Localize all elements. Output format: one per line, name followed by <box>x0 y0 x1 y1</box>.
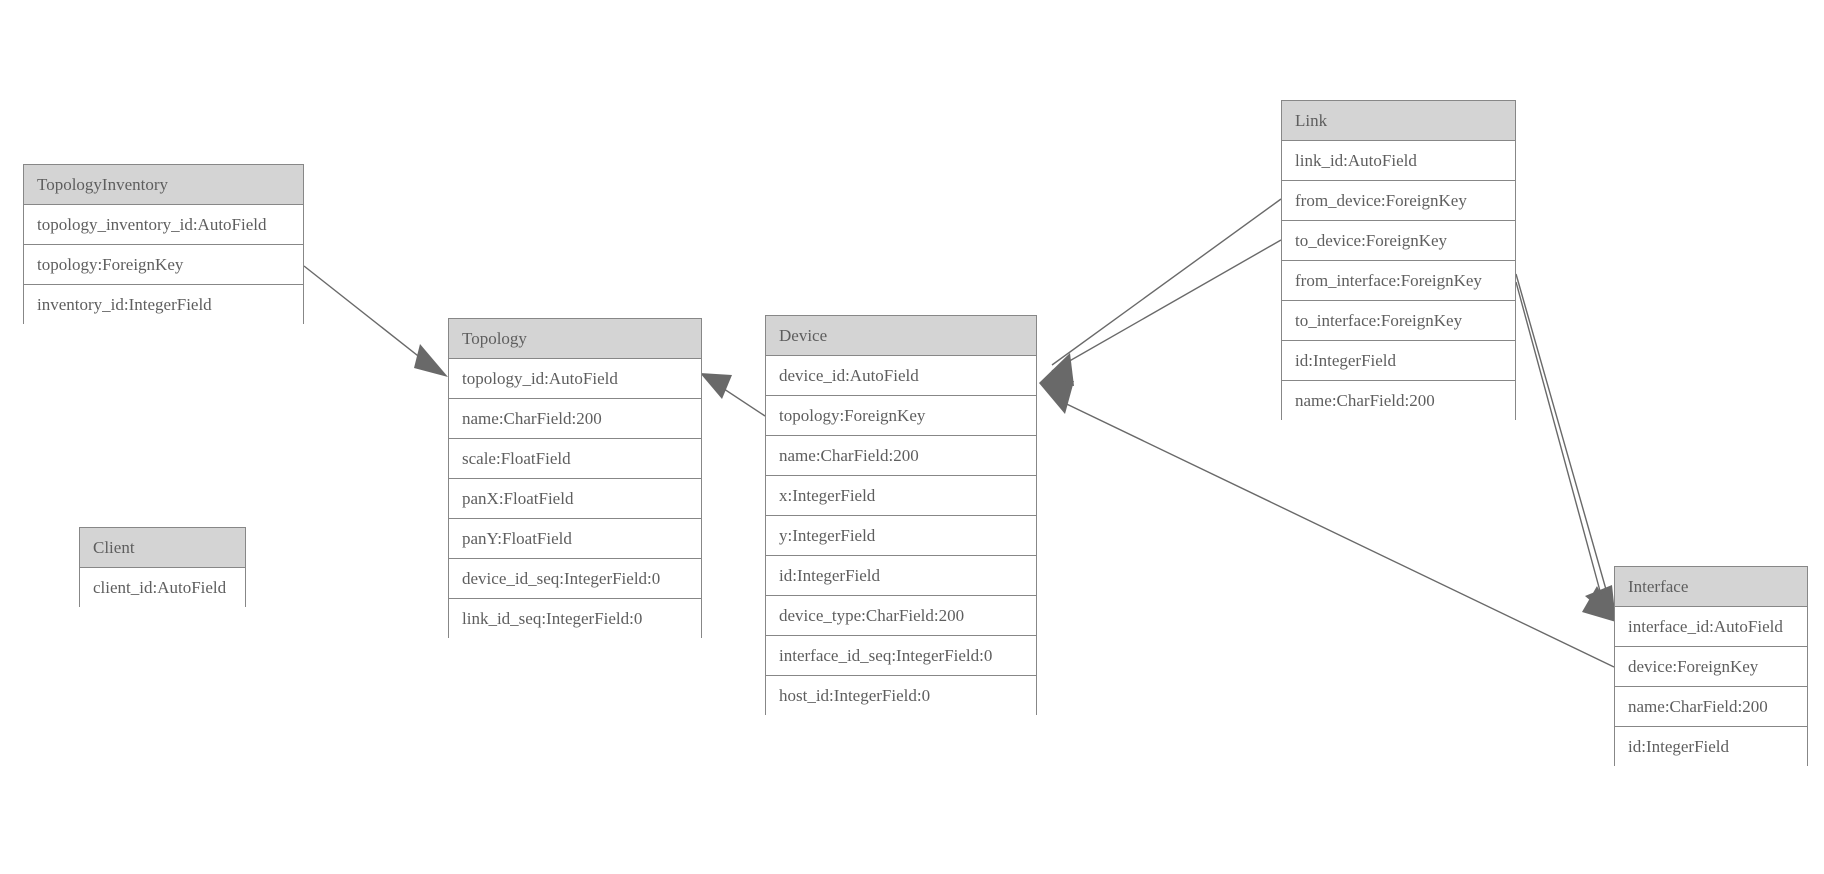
field-link-to-device: to_device:ForeignKey <box>1282 221 1515 261</box>
field-device-id: device_id:AutoField <box>766 356 1036 396</box>
field-topology-fk: topology:ForeignKey <box>24 245 303 285</box>
relationship-link-fromdevice-device <box>1051 198 1282 366</box>
field-interface-name: name:CharField:200 <box>1615 687 1807 727</box>
field-topology-inventory-id: topology_inventory_id:AutoField <box>24 205 303 245</box>
field-interface-id: interface_id:AutoField <box>1615 607 1807 647</box>
field-interface-id-int: id:IntegerField <box>1615 727 1807 767</box>
entity-interface[interactable]: Interface interface_id:AutoField device:… <box>1614 566 1808 767</box>
relationship-link-frominterface-interface <box>1515 273 1610 601</box>
arrowhead-interface <box>1582 585 1616 622</box>
field-device-topology-fk: topology:ForeignKey <box>766 396 1036 436</box>
field-link-name: name:CharField:200 <box>1282 381 1515 421</box>
entity-header-link: Link <box>1282 101 1515 141</box>
field-device-name: name:CharField:200 <box>766 436 1036 476</box>
entity-header-topology: Topology <box>449 319 701 359</box>
entity-header-topologyinventory: TopologyInventory <box>24 165 303 205</box>
relationship-link-tointerface-interface <box>1515 281 1604 603</box>
field-interface-device-fk: device:ForeignKey <box>1615 647 1807 687</box>
arrowhead-cluster-device <box>1039 353 1074 414</box>
field-link-from-interface: from_interface:ForeignKey <box>1282 261 1515 301</box>
entity-header-client: Client <box>80 528 245 568</box>
field-device-x: x:IntegerField <box>766 476 1036 516</box>
field-topology-scale: scale:FloatField <box>449 439 701 479</box>
field-device-interface-id-seq: interface_id_seq:IntegerField:0 <box>766 636 1036 676</box>
field-inventory-id: inventory_id:IntegerField <box>24 285 303 325</box>
field-link-from-device: from_device:ForeignKey <box>1282 181 1515 221</box>
field-device-host-id: host_id:IntegerField:0 <box>766 676 1036 716</box>
field-device-y: y:IntegerField <box>766 516 1036 556</box>
entity-header-interface: Interface <box>1615 567 1807 607</box>
field-topology-panx: panX:FloatField <box>449 479 701 519</box>
relationship-interface-device <box>1051 396 1615 668</box>
field-device-type: device_type:CharField:200 <box>766 596 1036 636</box>
field-topology-name: name:CharField:200 <box>449 399 701 439</box>
field-client-id: client_id:AutoField <box>80 568 245 608</box>
field-link-id-int: id:IntegerField <box>1282 341 1515 381</box>
field-link-id: link_id:AutoField <box>1282 141 1515 181</box>
field-topology-id: topology_id:AutoField <box>449 359 701 399</box>
field-topology-link-id-seq: link_id_seq:IntegerField:0 <box>449 599 701 639</box>
field-device-id-int: id:IntegerField <box>766 556 1036 596</box>
entity-topologyinventory[interactable]: TopologyInventory topology_inventory_id:… <box>23 164 304 325</box>
relationship-link-todevice-device <box>1051 239 1282 372</box>
entity-client[interactable]: Client client_id:AutoField <box>79 527 246 608</box>
field-topology-device-id-seq: device_id_seq:IntegerField:0 <box>449 559 701 599</box>
entity-link[interactable]: Link link_id:AutoField from_device:Forei… <box>1281 100 1516 421</box>
entity-device[interactable]: Device device_id:AutoField topology:Fore… <box>765 315 1037 716</box>
entity-topology[interactable]: Topology topology_id:AutoField name:Char… <box>448 318 702 639</box>
field-topology-pany: panY:FloatField <box>449 519 701 559</box>
relationship-topologyinventory-topology <box>303 265 448 377</box>
relationship-device-topology <box>700 373 766 417</box>
entity-header-device: Device <box>766 316 1036 356</box>
field-link-to-interface: to_interface:ForeignKey <box>1282 301 1515 341</box>
